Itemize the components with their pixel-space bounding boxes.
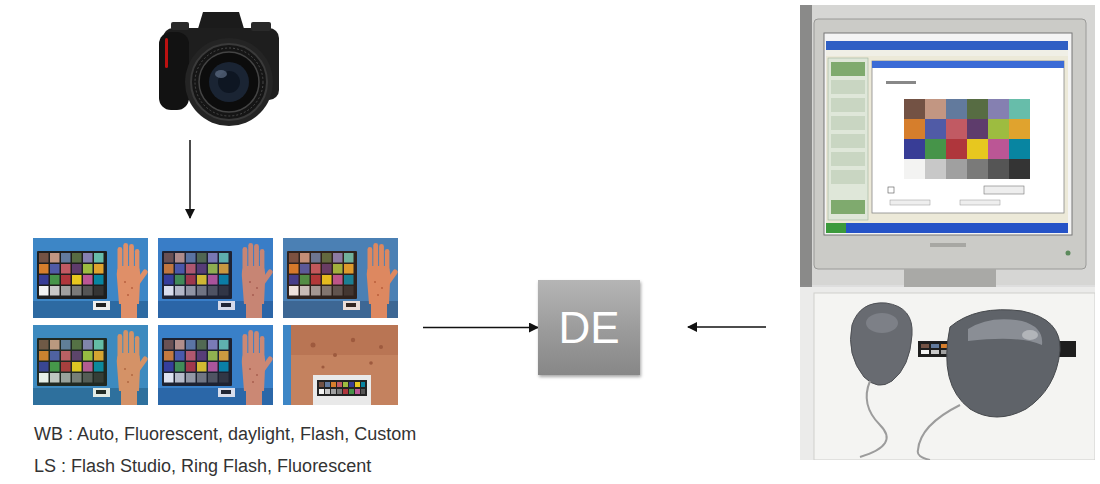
spectrophotometer-cradle — [851, 303, 913, 385]
thumbnail — [158, 238, 274, 318]
screen-color-chart — [904, 99, 1030, 179]
box-label: DE — [558, 303, 619, 353]
thumbnail — [283, 238, 399, 318]
thumbnail — [33, 325, 149, 405]
flow-arrow — [423, 327, 538, 329]
setting-note: LS : Flash Studio, Ring Flash, Fluoresce… — [34, 450, 371, 482]
photo-set-group: WB : Auto, Fluorescent, daylight, Flash,… — [30, 236, 423, 484]
camera-illustration — [155, 2, 285, 134]
thumbnail — [33, 238, 149, 318]
cables — [860, 381, 960, 460]
monitor — [814, 19, 1086, 269]
meter-arrow — [688, 326, 766, 328]
skin-closeup-thumbnail — [283, 325, 398, 405]
measurement-setup-photo — [800, 5, 1095, 460]
photo-thumbnails — [30, 236, 402, 406]
spectrophotometer — [947, 310, 1060, 417]
setting-note: WB : Auto, Fluorescent, daylight, Flash,… — [34, 418, 416, 450]
difference-box: DE — [538, 280, 640, 375]
camera-arrow — [189, 140, 191, 218]
thumbnail — [158, 325, 274, 405]
camera-lens — [185, 38, 273, 126]
